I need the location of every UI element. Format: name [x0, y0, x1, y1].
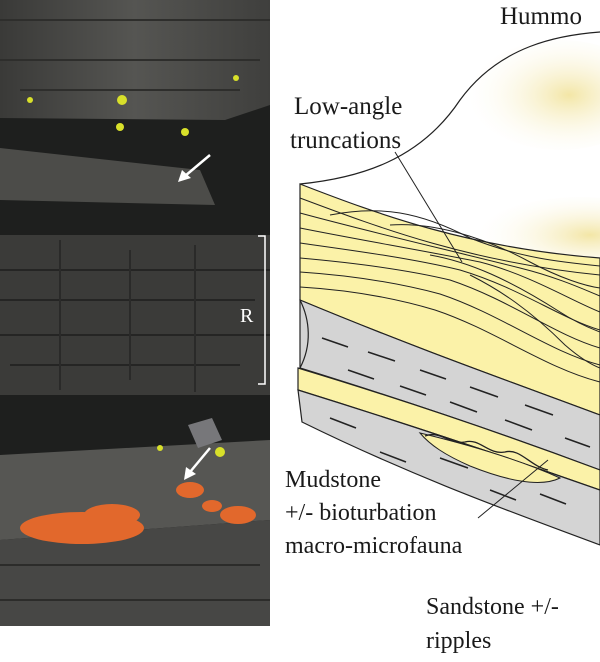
- scale-bracket: [258, 235, 266, 385]
- label-mudstone-2: +/- bioturbation: [285, 500, 437, 526]
- top-surface: [299, 31, 600, 185]
- mudstone-dashes: [321, 337, 591, 448]
- leader-mudstone: [477, 459, 549, 519]
- mudstone-lower: [297, 389, 600, 546]
- label-mudstone-1: Mudstone: [285, 467, 381, 493]
- scale-letter: R: [240, 305, 254, 327]
- label-sandstone-1: Sandstone +/-: [426, 594, 559, 620]
- label-sandstone-2: ripples: [426, 628, 491, 654]
- burrow-trace: [424, 434, 549, 471]
- block-diagram: Hummo Low-angle truncations Mudstone +/-…: [285, 3, 600, 654]
- ripple-lens: [418, 432, 562, 483]
- hummocky-laminae: [299, 197, 600, 383]
- leader-truncations: [394, 151, 463, 263]
- yellow-lichen: [27, 75, 239, 457]
- title-fragment: Hummo: [500, 3, 582, 30]
- arrow-upper: [178, 154, 211, 182]
- outcrop-photo: R: [0, 0, 270, 626]
- orange-lichen: [20, 482, 256, 544]
- label-low-angle-2: truncations: [290, 127, 401, 154]
- label-mudstone-3: macro-microfauna: [285, 533, 463, 559]
- label-low-angle-1: Low-angle: [294, 93, 402, 120]
- arrow-lower: [184, 447, 211, 480]
- hummock-glow-upper: [470, 40, 600, 150]
